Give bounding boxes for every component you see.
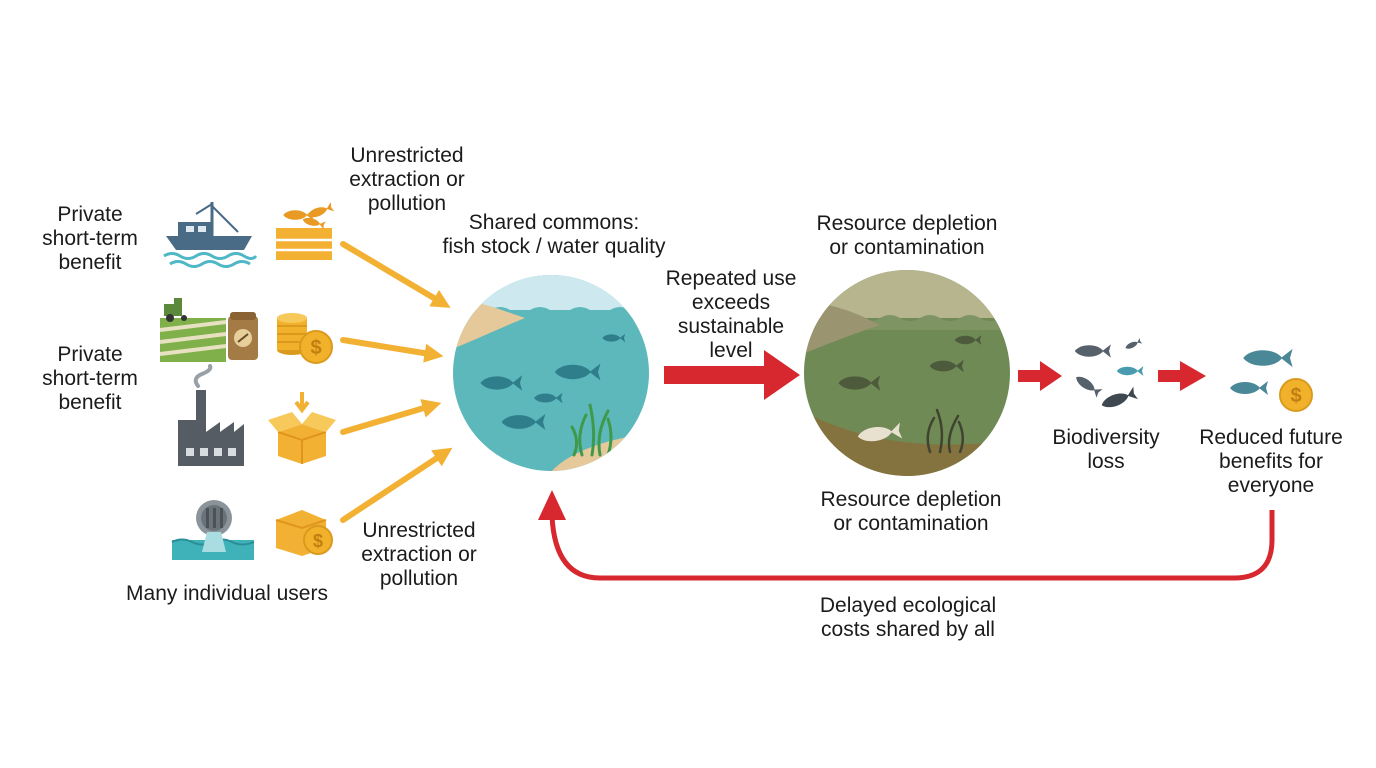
many-users-label: Many individual users bbox=[126, 582, 328, 605]
coin-stack-icon: $ bbox=[277, 313, 333, 364]
feedback-loop-arrow bbox=[538, 490, 1275, 581]
box-coin-icon: $ bbox=[275, 510, 333, 556]
clean-water-icon bbox=[453, 275, 649, 471]
fish-crate-icon bbox=[276, 202, 335, 260]
overuse-arrow bbox=[664, 350, 800, 400]
unrestricted-label-bottom: Unrestricted extraction or pollution bbox=[361, 519, 477, 590]
depletion-label-top: Resource depletion or contamination bbox=[816, 212, 998, 259]
biodiversity-loss-label: Biodiversity loss bbox=[1052, 426, 1160, 473]
loss-arrow bbox=[1018, 361, 1062, 391]
unrestricted-label-top: Unrestricted extraction or pollution bbox=[349, 144, 465, 215]
polluted-water-icon bbox=[804, 270, 1010, 476]
repeated-use-label: Repeated use exceeds sustainable level bbox=[665, 267, 797, 362]
factory-icon bbox=[178, 364, 244, 466]
svg-text:$: $ bbox=[313, 531, 323, 551]
shared-commons-label: Shared commons: fish stock / water quali… bbox=[442, 211, 666, 258]
private-benefit-label: Private short-term benefit bbox=[42, 343, 138, 414]
open-box-icon bbox=[268, 392, 336, 464]
reduced-arrow bbox=[1158, 361, 1206, 391]
fishing-boat-icon bbox=[163, 202, 258, 268]
svg-text:$: $ bbox=[310, 337, 321, 359]
reduced-benefits-label: Reduced future benefits for everyone bbox=[1199, 426, 1343, 497]
farm-field-icon bbox=[159, 298, 258, 362]
extraction-arrows bbox=[340, 241, 453, 523]
depletion-label-bottom: Resource depletion or contamination bbox=[820, 488, 1002, 535]
delayed-costs-label: Delayed ecological costs shared by all bbox=[819, 594, 997, 641]
outflow-pipe-icon bbox=[171, 500, 255, 560]
fish-coin-icon: $ bbox=[1230, 348, 1313, 412]
private-benefit-label: Private short-term benefit bbox=[42, 203, 138, 274]
scattered-fish-icon bbox=[1073, 337, 1144, 412]
svg-text:$: $ bbox=[1290, 385, 1301, 407]
